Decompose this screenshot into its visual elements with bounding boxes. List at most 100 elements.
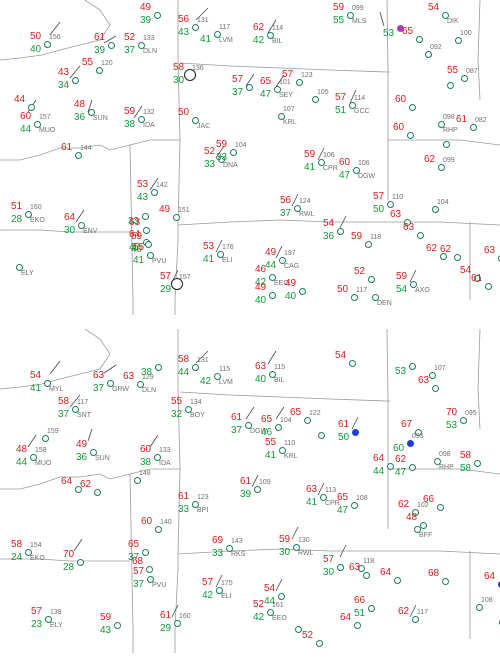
dewpoint-label: 43 [137,192,149,203]
station-marker-icon [438,121,445,128]
station-plot: 64 [484,572,500,606]
dewpoint-label: 41 [304,162,316,173]
station-marker-icon [447,82,454,89]
temperature-label: 53 [203,241,215,252]
temperature-label: 59 [351,231,363,242]
pressure-label: 132 [143,109,155,116]
dewpoint-label: 33 [212,548,224,559]
temperature-label: 61 [160,610,172,621]
station-marker-icon [337,228,344,235]
pressure-label: 107 [434,365,446,372]
temperature-label: 59 [216,139,228,150]
station-id-label: KRL [283,119,297,126]
station-id-label: DEN [377,300,392,307]
pressure-label: 108 [481,597,493,604]
station-marker-icon [218,156,225,163]
dewpoint-label: 37 [231,425,243,436]
station-marker-icon [151,189,158,196]
station-plot: 63 [349,563,419,597]
temperature-label: 61 [178,491,190,502]
station-id-label: IDA [159,460,171,467]
temperature-label: 63 [255,361,267,372]
station-id-label: MUO [39,127,56,134]
temperature-label: 64 [373,453,385,464]
pressure-label: 176 [222,244,234,251]
temperature-label: 64 [484,571,496,582]
station-id-label: DLN [143,48,158,55]
station-marker-icon [417,232,424,239]
pressure-label: 123 [301,72,313,79]
temperature-label: 63 [93,370,105,381]
temperature-label: 63 [418,375,430,386]
dewpoint-label: 44 [16,457,28,468]
station-marker-icon [184,69,196,81]
station-id-label: SUN [93,115,108,122]
temperature-label: 56 [178,14,190,25]
temperature-label: 58 [58,396,70,407]
dewpoint-label: 37 [128,552,140,563]
pressure-label: 104 [235,142,247,149]
temperature-label: 49 [140,2,152,13]
temperature-label: 62 [440,244,452,255]
station-marker-icon [412,616,419,623]
temperature-label: 61 [94,32,106,43]
temperature-label: 63 [129,217,141,228]
dewpoint-label: 39 [140,15,152,26]
station-marker-icon [438,164,445,171]
dewpoint-label: 42 [255,277,267,288]
station-marker-icon [414,526,421,533]
station-marker-icon [432,206,439,213]
temperature-label: 57 [282,69,294,80]
station-id-label: DIK [447,18,459,25]
pressure-label: 122 [309,410,321,417]
temperature-label: 54 [335,350,347,361]
pressure-label: 131 [197,17,209,24]
station-id-label: DLN [142,387,157,394]
temperature-label: 65 [128,539,140,550]
station-plot: 159 [28,426,98,460]
station-marker-icon [454,254,461,261]
station-plot [485,610,500,644]
station-id-label: LVM [219,37,233,44]
dewpoint-label: 39 [240,489,252,500]
station-id-label: LVM [219,379,233,386]
dewpoint-label: 30 [64,225,76,236]
dewpoint-label: 39 [94,45,106,56]
station-id-label: GRW [112,386,129,393]
station-marker-icon [192,24,199,31]
station-marker-icon [470,124,477,131]
station-id-label: ELI [221,593,232,600]
station-id-label: AXO [415,287,430,294]
station-marker-icon [429,372,436,379]
station-marker-icon [78,222,85,229]
pressure-label: 118 [370,234,382,241]
dewpoint-label: 36 [323,231,335,242]
station-marker-icon [320,494,327,501]
pressure-label: 143 [231,538,243,545]
station-marker-icon [34,121,41,128]
station-marker-icon [304,417,311,424]
station-plot: 63 [418,376,488,410]
dewpoint-label: 28 [63,562,75,573]
pressure-label: 108 [356,495,368,502]
station-plot: 118 [344,556,414,590]
dewpoint-label: 40 [285,291,297,302]
station-marker-icon [214,373,221,380]
dewpoint-label: 44 [373,466,385,477]
pressure-label: 113 [325,487,337,494]
pressure-label: 082 [475,117,487,124]
station-marker-icon [171,278,183,290]
dewpoint-label: 55 [333,15,345,26]
